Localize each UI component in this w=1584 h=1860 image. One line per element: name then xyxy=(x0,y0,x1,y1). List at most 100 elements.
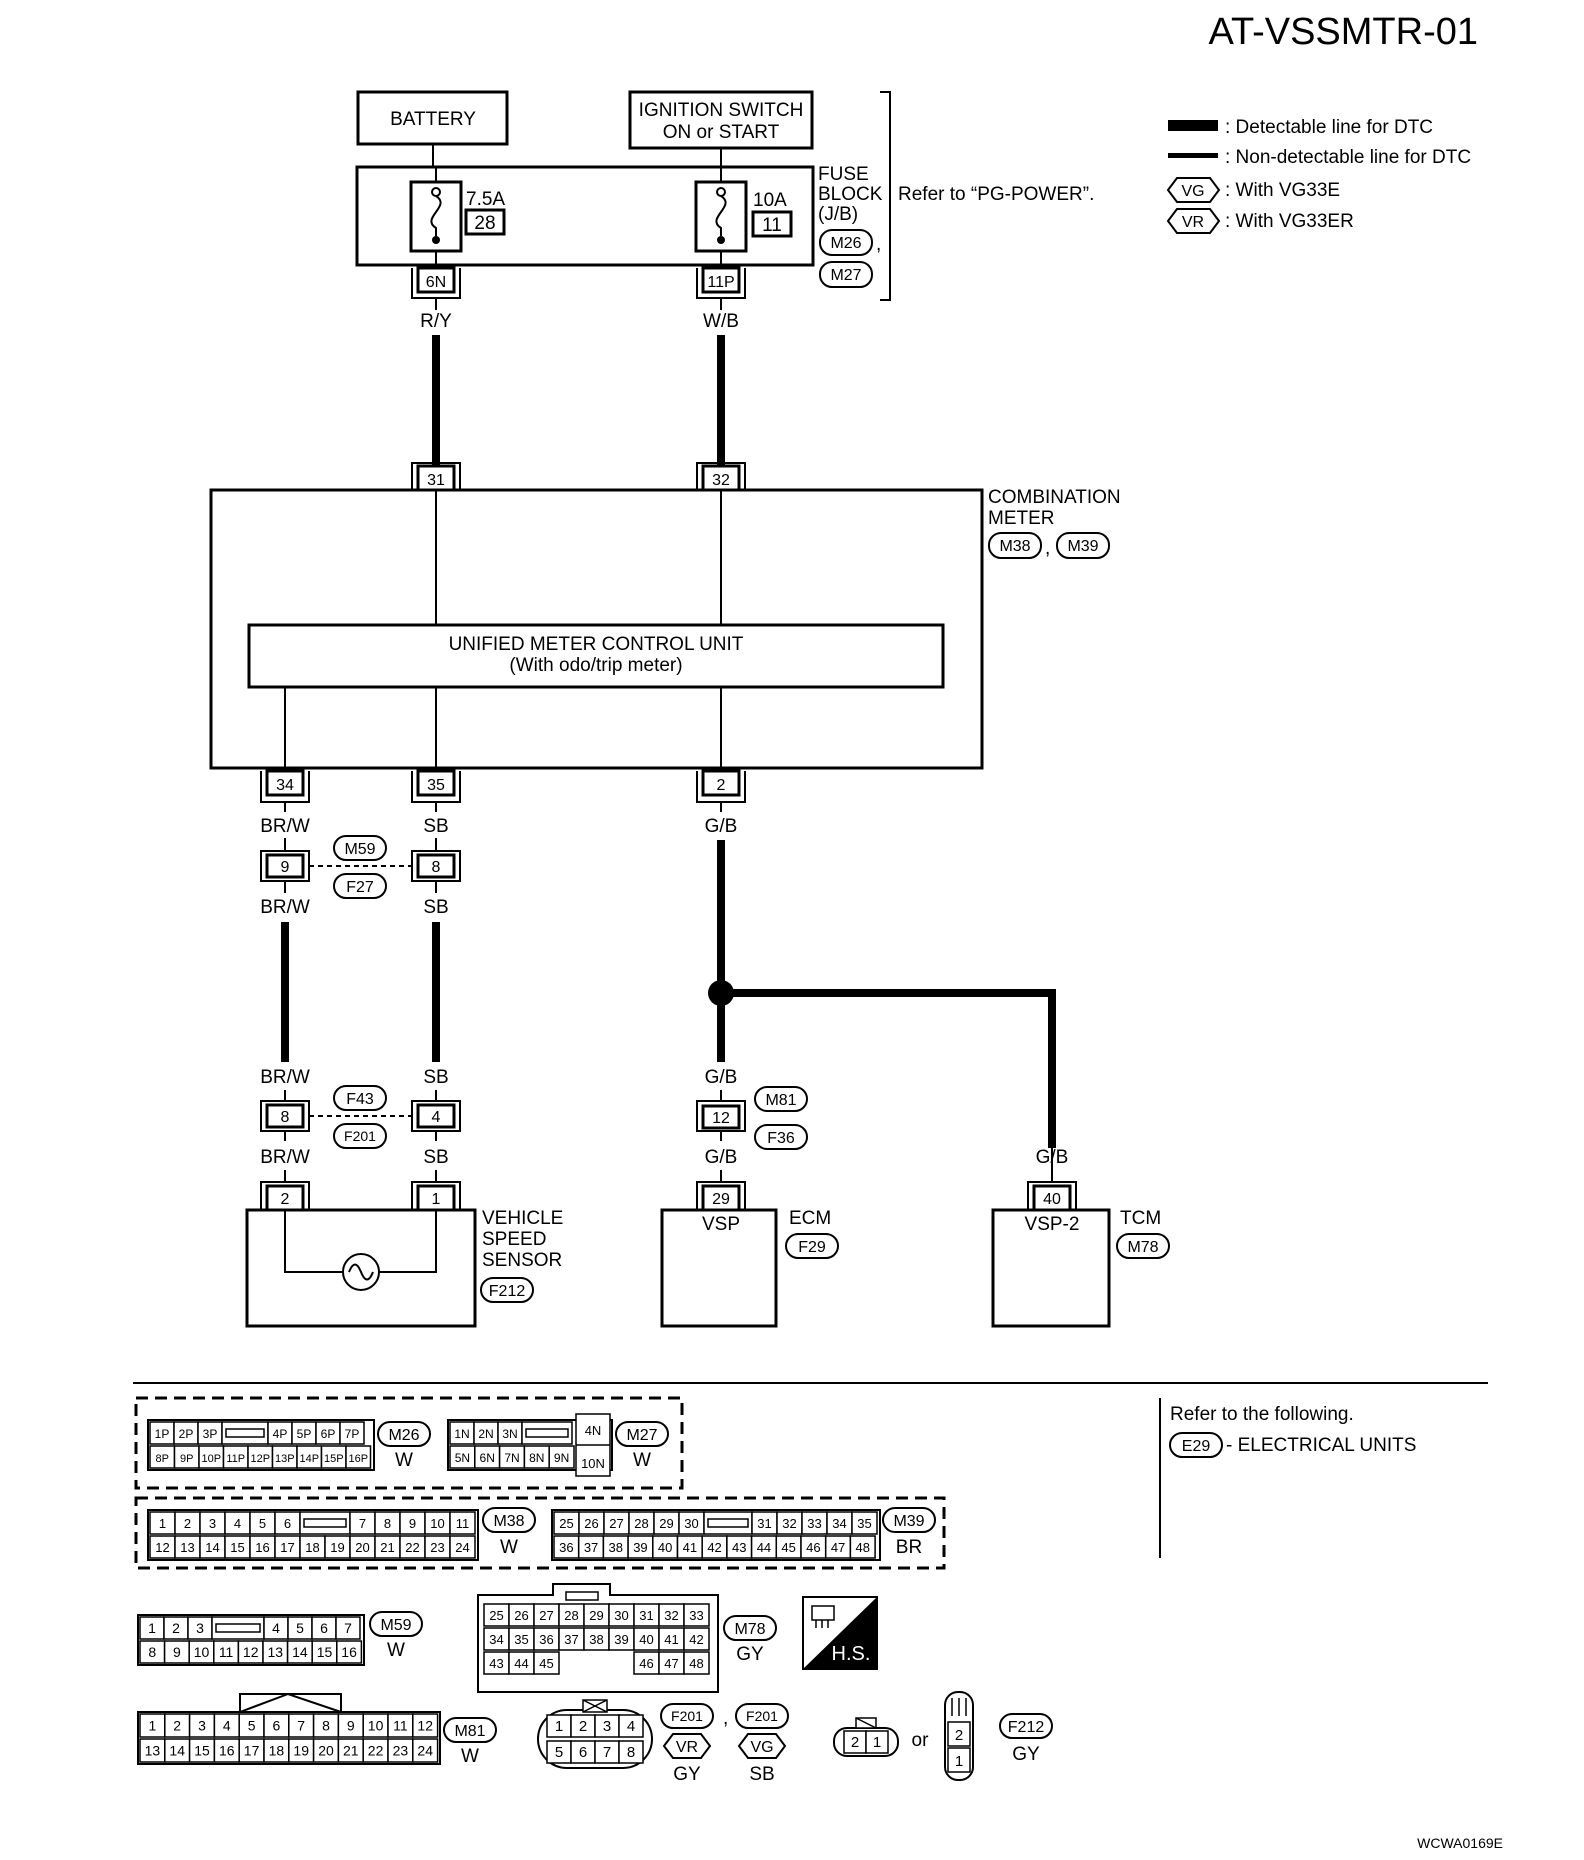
connector-pin-label: 27 xyxy=(609,1516,623,1531)
connector-pin-label: 28 xyxy=(564,1608,578,1623)
connector-m78-id: M78 xyxy=(734,1621,765,1638)
connector-m81-id: M81 xyxy=(454,1723,485,1740)
connector-pin-label: 9 xyxy=(347,1718,355,1734)
legend: : Detectable line for DTC : Non-detectab… xyxy=(1166,117,1471,234)
connector-m38-color: W xyxy=(500,1537,518,1558)
connector-pin-label: 13 xyxy=(145,1743,161,1759)
connector-pin-cell xyxy=(947,1721,971,1747)
connector-pin-label: 2 xyxy=(184,1516,191,1531)
connector-pin-cell xyxy=(618,1740,644,1764)
connector-pin-label: 7 xyxy=(344,1620,352,1636)
joint-f36-pill xyxy=(754,1124,808,1150)
sensor-pin-2 xyxy=(260,1181,310,1212)
connector-pin-label: 3N xyxy=(502,1427,517,1441)
sensor-pin-2-label: 2 xyxy=(281,1191,290,1208)
connector-pin-label: 8N xyxy=(529,1451,544,1465)
connector-f201-vg-hex xyxy=(737,1733,787,1759)
meter-connectors-group xyxy=(134,1496,946,1570)
connector-pin-label: 7N xyxy=(504,1451,519,1465)
connector-pin-label: 13 xyxy=(268,1644,284,1660)
fuse-left xyxy=(409,168,463,265)
connector-pin-label: 1 xyxy=(873,1734,881,1751)
connector-key-notch xyxy=(303,1518,347,1528)
connector-pin-label: 5 xyxy=(555,1744,563,1761)
connector-pin-label: 8 xyxy=(322,1718,330,1734)
fuse-left-number-box xyxy=(464,208,506,236)
connector-pin-label: 46 xyxy=(639,1656,653,1671)
connector-m81-color: W xyxy=(461,1746,479,1767)
connector-pin-label: 2 xyxy=(173,1718,181,1734)
connector-pin-label: 30 xyxy=(684,1516,698,1531)
connector-m38-frame xyxy=(147,1509,479,1561)
connector-pin-label: 2 xyxy=(955,1727,963,1744)
connector-pin-label: 14 xyxy=(292,1644,308,1660)
connector-pin-cell xyxy=(683,1603,710,1627)
connector-pin-label: 1 xyxy=(955,1753,963,1770)
tcm-conn-pill xyxy=(1116,1233,1170,1259)
connector-pin-label: 7P xyxy=(345,1427,360,1441)
connector-pin-label: 25 xyxy=(559,1516,573,1531)
wire-label-brw-3: BR/W xyxy=(260,1067,310,1088)
connector-pin-label: 19 xyxy=(293,1743,309,1759)
connector-f201-pill-2 xyxy=(735,1703,789,1729)
wire-label-gb-3: G/B xyxy=(705,1147,738,1168)
connector-pin-label: 3 xyxy=(196,1620,204,1636)
ecm-vsp-label: VSP xyxy=(702,1214,740,1235)
connector-f201-vr-hex xyxy=(662,1733,712,1759)
connector-pin-label: 1P xyxy=(155,1427,170,1441)
sensor-conn: F212 xyxy=(489,1283,526,1300)
connector-pin-label: 1 xyxy=(149,1718,157,1734)
connector-pin-label: 9N xyxy=(554,1451,569,1465)
combination-meter-conn2-pill xyxy=(1056,532,1110,559)
connector-pin-label: 16 xyxy=(255,1540,269,1555)
connector-pin-label: 16P xyxy=(348,1453,368,1465)
connector-f201-vr: VR xyxy=(676,1739,698,1756)
sensor-conn-pill xyxy=(480,1277,534,1303)
wire-gb-branch xyxy=(721,989,1056,1148)
connector-pin-label: 47 xyxy=(831,1540,845,1555)
connector-pin-label: 5 xyxy=(296,1620,304,1636)
connector-pin-label: 24 xyxy=(455,1540,469,1555)
sensor-label-line2: SPEED xyxy=(482,1229,546,1250)
pin-2-label: 2 xyxy=(717,777,726,794)
ecm-conn: F29 xyxy=(798,1239,826,1256)
connector-pin-label: 4 xyxy=(272,1620,280,1636)
joint-m81-pin-12: 12 xyxy=(712,1110,730,1127)
connector-pin-label: 15 xyxy=(317,1644,333,1660)
connector-pin-label: 4 xyxy=(234,1516,241,1531)
connector-pin-label: 45 xyxy=(539,1656,553,1671)
connector-pin-label: 38 xyxy=(609,1540,623,1555)
connector-pin-label: 1N xyxy=(454,1427,469,1441)
connector-pin-label: 2 xyxy=(579,1718,587,1735)
fuse-block-conn2-pill xyxy=(819,261,873,288)
joint-f43-pin-4: 4 xyxy=(432,1109,441,1126)
tcm-conn: M78 xyxy=(1127,1239,1158,1256)
harness-side-badge: H.S. xyxy=(802,1596,878,1670)
joint-m59-pin-9: 9 xyxy=(281,859,290,876)
connector-pin-cell xyxy=(339,1421,365,1445)
wire-label-wb: W/B xyxy=(703,311,739,332)
reference-conn-pill xyxy=(1169,1432,1223,1458)
connector-pin-label: 8 xyxy=(148,1644,156,1660)
joint-f43-pill xyxy=(333,1085,387,1111)
connector-pin-label: 20 xyxy=(318,1743,334,1759)
legend-vr-text: : With VG33ER xyxy=(1225,211,1354,232)
connector-pin-cell xyxy=(533,1651,560,1675)
fuse-right-number-box xyxy=(751,210,793,238)
ecm-pin-29-label: 29 xyxy=(712,1191,730,1208)
connector-pin-label: 6 xyxy=(284,1516,291,1531)
connector-m27-pill xyxy=(615,1421,669,1447)
connector-pin-cell xyxy=(849,1535,876,1559)
fuse-block-conn1: M26 xyxy=(830,235,861,252)
tcm-label: TCM xyxy=(1120,1208,1161,1229)
ecm-label: ECM xyxy=(789,1208,831,1229)
pin-32 xyxy=(696,462,746,492)
connector-pin-label: 23 xyxy=(430,1540,444,1555)
connector-pin-label: 5 xyxy=(248,1718,256,1734)
connector-f201-id-1: F201 xyxy=(671,1708,703,1724)
connector-pin-label: 4N xyxy=(585,1423,602,1438)
connector-pin-label: 5P xyxy=(297,1427,312,1441)
connector-m26-frame xyxy=(147,1419,375,1471)
